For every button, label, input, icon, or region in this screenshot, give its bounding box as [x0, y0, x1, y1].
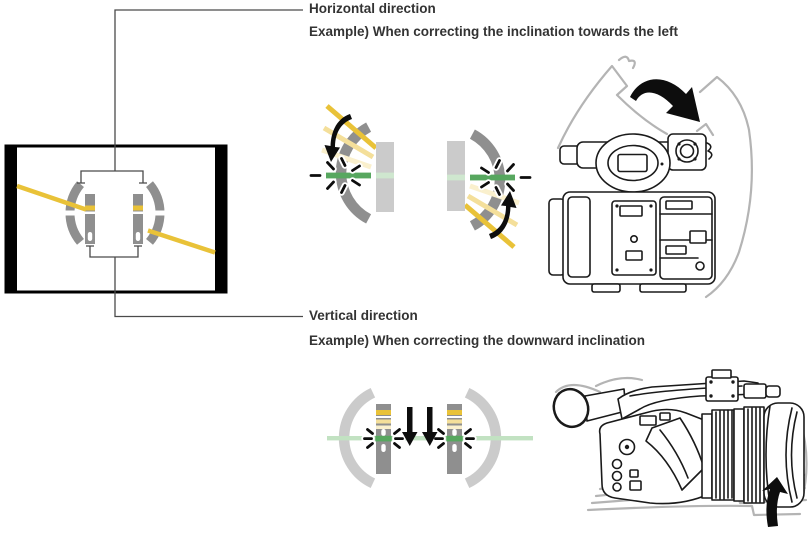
horizontal-direction-label: Horizontal direction [309, 1, 436, 16]
monitor-screen [4, 144, 228, 294]
arc-center-notch [62, 210, 76, 216]
camera-rear-body [548, 133, 716, 293]
callout-lines [77, 9, 303, 318]
gauge-vertical-bar [361, 404, 406, 474]
vertical-direction-label: Vertical direction [309, 308, 418, 323]
blink-marks-icon [307, 155, 363, 196]
blink-marks-icon [361, 426, 406, 451]
rotate-camera-arrow-icon [630, 79, 700, 122]
horizontal-example-gauges [307, 104, 530, 247]
horizon-line [16, 183, 87, 212]
level-gauge-display [16, 181, 216, 255]
monitor-side-bar-right [215, 145, 227, 293]
tilt-lens-up-arrow-icon [762, 477, 788, 527]
move-down-arrows-icon [402, 407, 418, 446]
tilt-down-arrow-icon [324, 114, 352, 162]
gauge-tilt-left-unit [307, 104, 394, 224]
vertical-bracket [86, 245, 142, 258]
monitor-side-bar-left [5, 145, 17, 293]
gauge-tilt-right-unit [447, 134, 530, 247]
camera-side-illustration [552, 369, 808, 527]
zoom-ring [743, 406, 765, 504]
lens-barrel [701, 413, 713, 499]
callout-line-vertical [114, 257, 303, 318]
gauge-center-bar [85, 194, 95, 244]
hand-strap [645, 417, 705, 491]
vertical-example-text: Example) When correcting the downward in… [309, 333, 646, 348]
tilted-mark [325, 104, 378, 150]
level-mark [326, 172, 371, 179]
callout-line-horizontal [114, 9, 303, 171]
camera-side-body [552, 369, 805, 508]
camera-rear-illustration [548, 55, 753, 299]
arc-center-notch [152, 210, 166, 216]
viewfinder-eyecup [552, 387, 590, 429]
horizontal-example-text: Example) When correcting the inclination… [309, 24, 679, 39]
horizontal-bracket [77, 170, 147, 184]
vertical-example-gauge [327, 387, 533, 489]
horizon-line [147, 228, 216, 255]
